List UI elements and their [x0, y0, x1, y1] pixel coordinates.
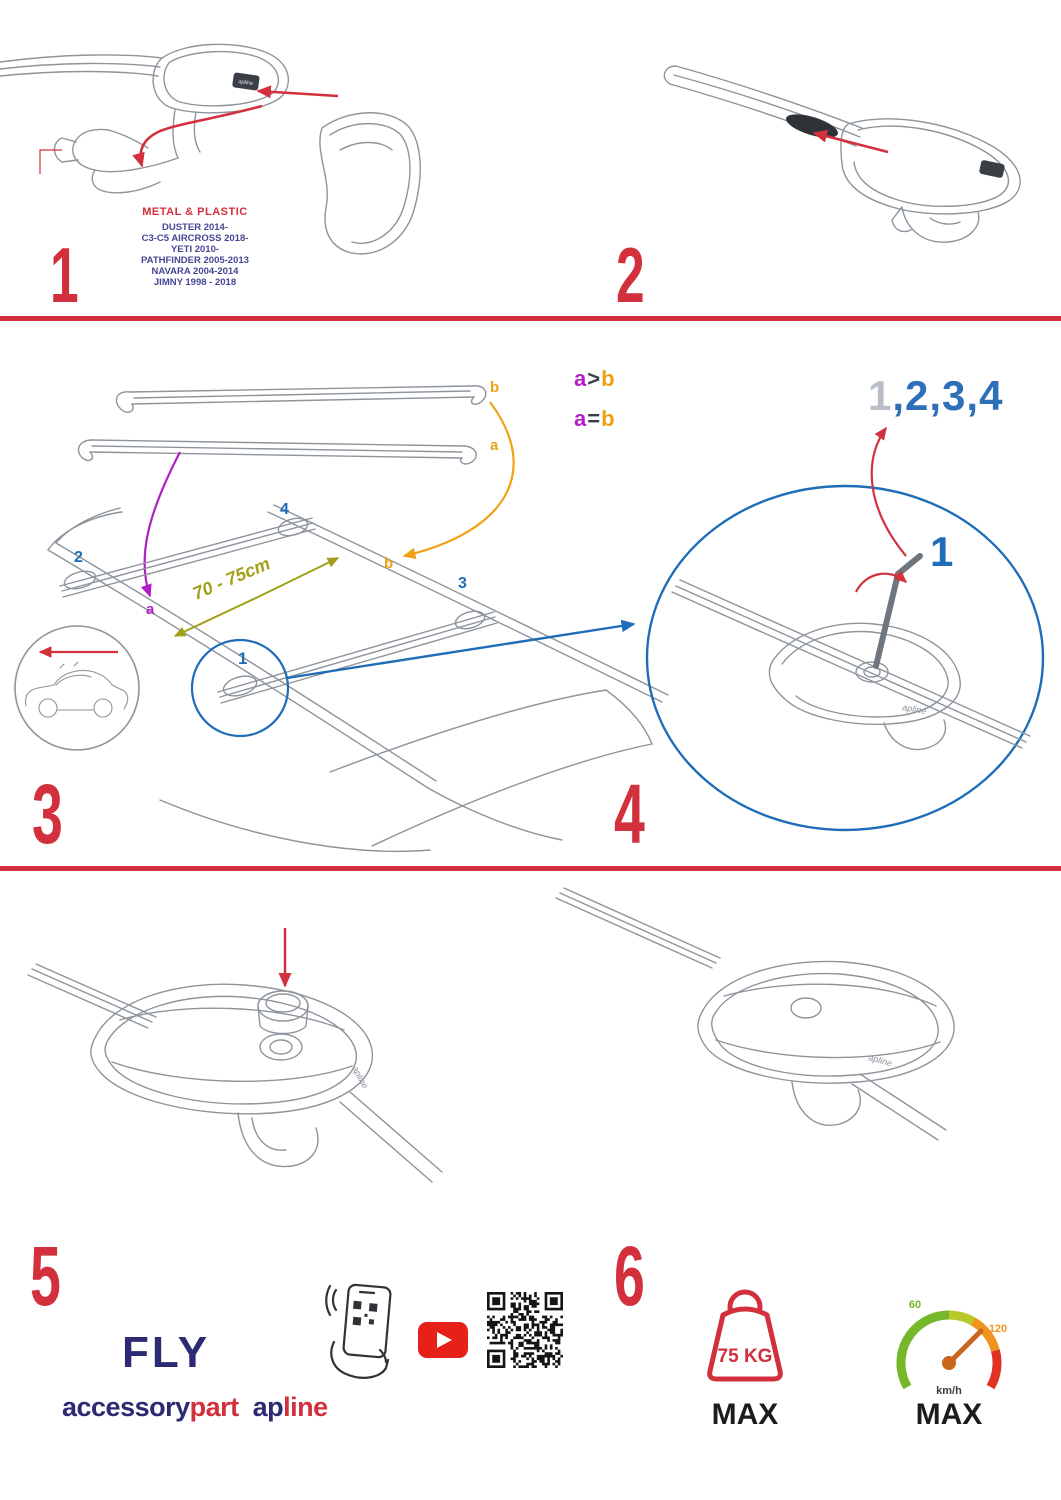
brand-ap: ap: [252, 1392, 284, 1422]
rule-a: a: [574, 366, 588, 391]
zoom-circle: [645, 484, 1045, 832]
section2-drawings: b a: [14, 379, 1045, 852]
brand-accessory: accessory: [62, 1392, 190, 1422]
car-direction-inset: [14, 625, 140, 751]
speed-low-label: 60: [909, 1299, 921, 1311]
weight-value: 75 KG: [718, 1346, 773, 1367]
crossbar-a-drawing: [77, 439, 477, 465]
pad-logo: apline: [350, 1064, 370, 1090]
clamp-knob-drawing: apline: [27, 963, 443, 1183]
roof-b-label: b: [384, 555, 393, 572]
pad-logo-chip: apline: [238, 79, 253, 87]
zoom-clamp-drawing: apline: [671, 579, 1031, 751]
clamp-exploded-drawing: apline: [0, 43, 289, 194]
fly-logo: FLY: [122, 1328, 211, 1377]
model-item: YETI 2010-: [170, 244, 220, 255]
insert-arrow: [812, 129, 889, 154]
section-divider: [0, 316, 1061, 321]
bar-b-guide-curve: [402, 401, 515, 559]
step-1-number: 1: [50, 231, 79, 319]
clamp-1-highlight-circle: [190, 638, 290, 738]
model-item: PATHFINDER 2005-2013: [141, 255, 249, 266]
hook-leader-line: [39, 149, 62, 174]
phone-scan-icon: [325, 1283, 392, 1379]
cover-attach-arrow: [256, 85, 339, 99]
step-6-number: 6: [614, 1229, 645, 1323]
allen-key-icon: [873, 553, 923, 669]
bar-a-guide-curve: [140, 451, 181, 598]
brand-part: part: [189, 1392, 240, 1422]
speedometer-icon: 60 120 km/h: [896, 1299, 1007, 1397]
rule-b: b: [601, 406, 616, 431]
rule-op: =: [587, 406, 602, 431]
step-3-number: 3: [32, 767, 63, 861]
section3-drawings: apline apline: [27, 887, 955, 1183]
rotation-arrow: [855, 570, 908, 593]
clamp-2-label: 2: [74, 549, 83, 566]
rule-a-equals-b: a=b: [574, 406, 616, 432]
bar-b-label: b: [490, 379, 499, 396]
step-4-number: 4: [614, 767, 645, 861]
step-5-number: 5: [30, 1229, 61, 1323]
sequence-first: 1: [868, 372, 893, 419]
model-item: C3-C5 AIRCROSS 2018-: [141, 233, 249, 244]
brand-line: line: [283, 1392, 328, 1422]
tightening-sequence: 1,2,3,4: [868, 372, 1003, 420]
compatible-models-list: DUSTER 2014- C3-C5 AIRCROSS 2018- YETI 2…: [90, 222, 300, 288]
clamp-1-label: 1: [238, 649, 247, 668]
sequence-rest: ,2,3,4: [892, 372, 1004, 419]
cover-piece-drawing: [319, 112, 421, 255]
bar-a-label: a: [490, 437, 499, 454]
section-divider: [0, 866, 1061, 871]
cover-slide-arrow: [132, 104, 263, 168]
gauge-needle: [946, 1328, 984, 1366]
clamp-3-label: 3: [458, 575, 467, 592]
crossbar-b-drawing: [115, 385, 487, 413]
weight-limit-icon: 75 KG: [707, 1289, 783, 1382]
clamp-mounted-drawing: apline: [555, 887, 955, 1141]
roof-a-label: a: [146, 601, 155, 618]
zoom-step-1-label: 1: [930, 528, 953, 575]
rule-a-greater-b: a>b: [574, 366, 616, 392]
pad-logo: apline: [902, 702, 927, 716]
clamp-4-label: 4: [280, 501, 289, 518]
qr-code: [487, 1292, 563, 1368]
panel1-arrows: [39, 85, 339, 174]
model-item: DUSTER 2014-: [162, 222, 228, 233]
model-item: NAVARA 2004-2014: [151, 266, 239, 277]
youtube-icon: [418, 1322, 468, 1358]
sequence-pointer-arrow: [870, 426, 907, 557]
rule-op: >: [587, 366, 602, 391]
rail-distance-measure: 70 - 75cm: [173, 553, 340, 637]
roof-rack-drawing: [47, 504, 669, 852]
step-2-number: 2: [616, 231, 645, 319]
zoom-link-arrow: [286, 619, 636, 680]
rule-b: b: [601, 366, 616, 391]
weight-max-label: MAX: [711, 1398, 779, 1431]
speed-unit-label: km/h: [936, 1385, 962, 1397]
model-item: JIMNY 1998 - 2018: [153, 277, 237, 288]
crossbar-end-drawing: [663, 65, 1021, 243]
section1-drawings: apline: [0, 43, 1021, 255]
speed-high-label: 120: [989, 1323, 1007, 1335]
material-label: METAL & PLASTIC: [142, 206, 248, 218]
speed-max-label: MAX: [915, 1398, 983, 1431]
rule-a: a: [574, 406, 588, 431]
